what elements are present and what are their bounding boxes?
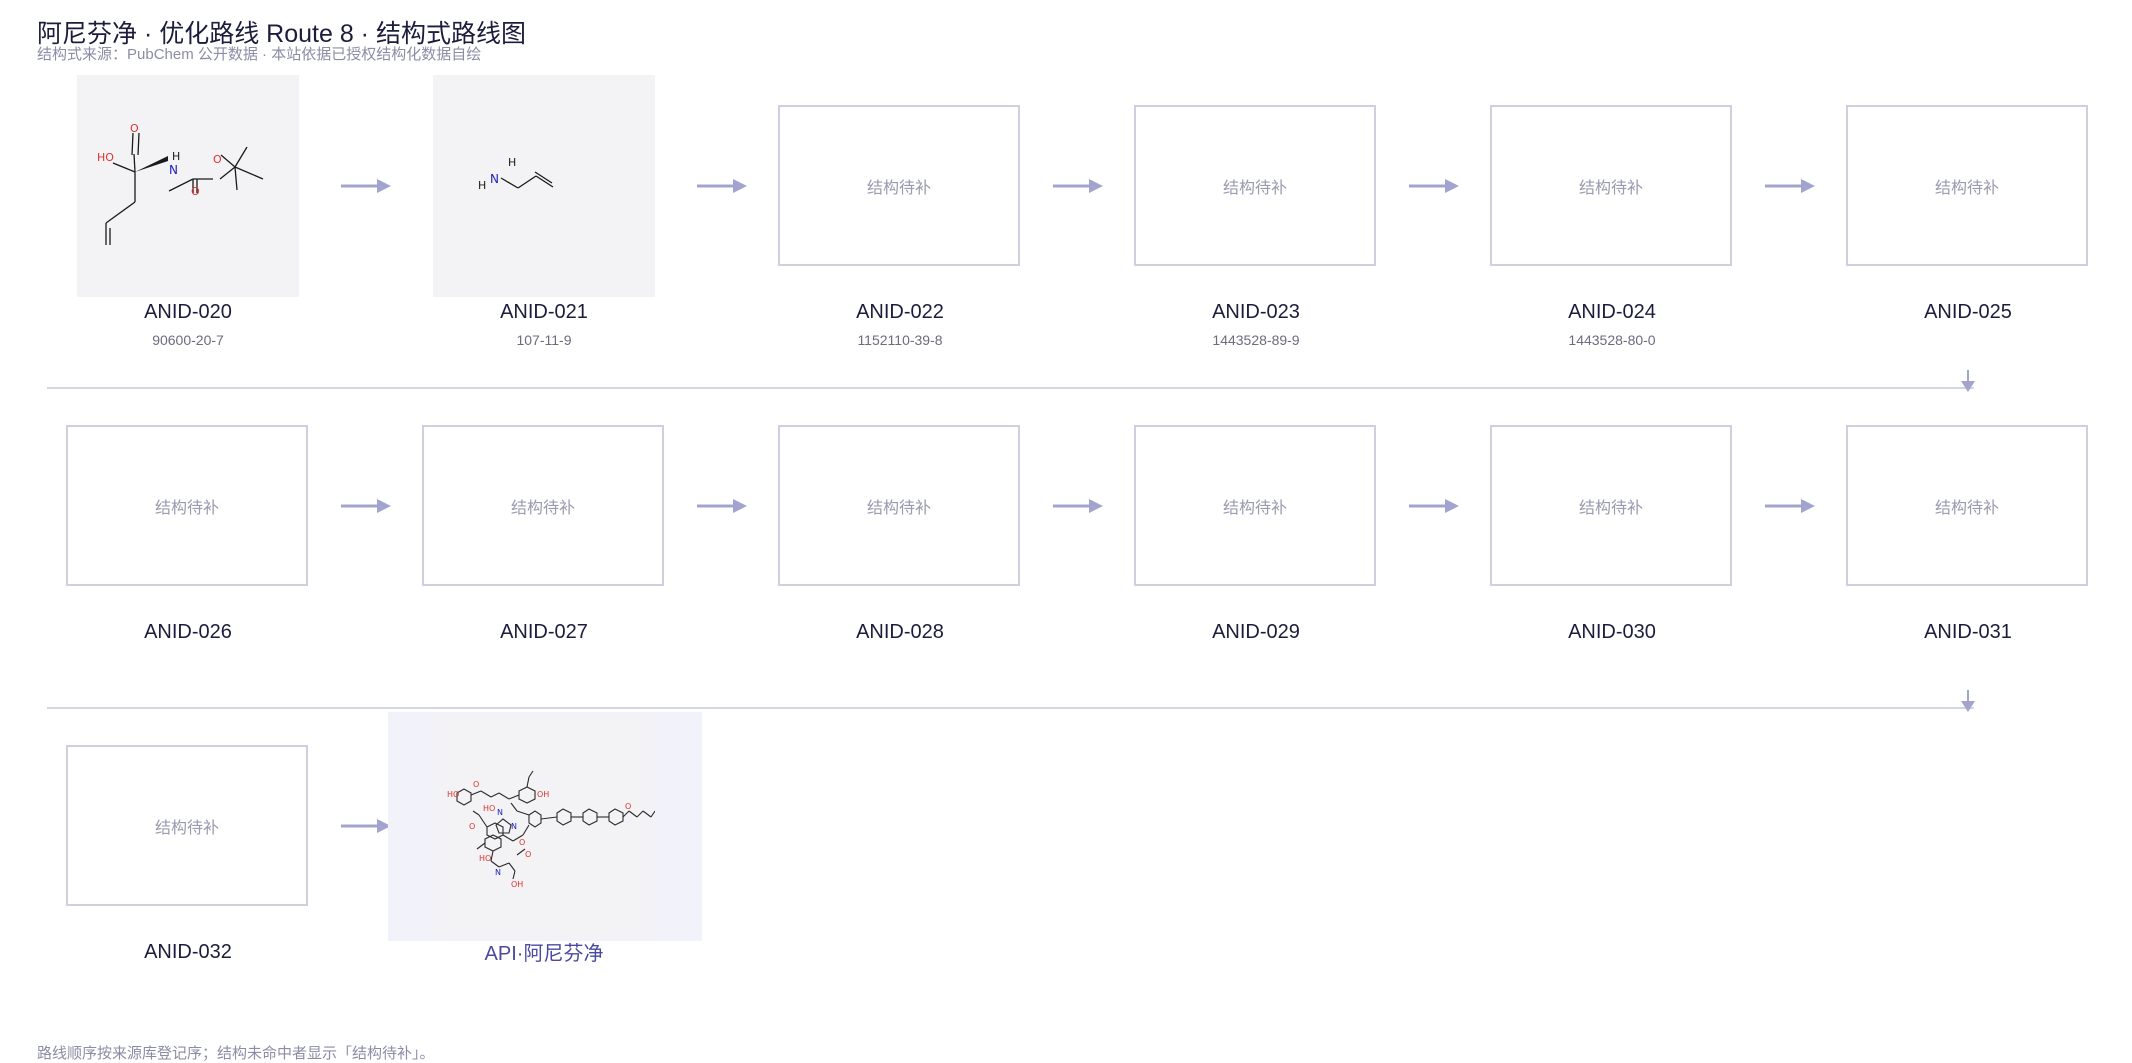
structure-boc-allylglycine: HO O H N O O [97, 122, 264, 245]
structure-placeholder: 结构待补 [1846, 425, 2088, 586]
row-wrap-connector [47, 707, 1974, 709]
flow-arrow [341, 179, 391, 193]
atom-label-n: N [169, 163, 178, 177]
node-label: ANID-027 [500, 621, 588, 643]
atom-label-oh: OH [511, 880, 523, 889]
atom-label-o: O [519, 838, 525, 847]
flow-arrow [1409, 179, 1459, 193]
atom-label-o: O [473, 780, 479, 789]
flow-arrow [341, 819, 391, 833]
node-cas: 90600-20-7 [152, 332, 224, 348]
structure-placeholder: 结构待补 [1846, 105, 2088, 266]
atom-label-h: H [478, 179, 486, 192]
flow-arrow [1409, 499, 1459, 513]
row-wrap-connector [47, 387, 1974, 389]
structure-image-anid-020: HO O H N O O [77, 75, 299, 297]
page-subtitle: 结构式来源：PubChem 公开数据 · 本站依据已授权结构化数据自绘 [37, 46, 482, 63]
structure-placeholder: 结构待补 [1490, 425, 1732, 586]
down-arrow-icon [1961, 690, 1975, 712]
atom-label-o: O [525, 850, 531, 859]
structure-anidulafungin: HO O OH HO N O N O HO N O OH O [447, 770, 655, 889]
node-cas: 107-11-9 [516, 332, 572, 348]
structure-placeholder: 结构待补 [66, 745, 308, 906]
flow-arrow [697, 179, 747, 193]
node-label: ANID-032 [144, 941, 232, 963]
flow-arrow [1765, 179, 1815, 193]
node-label: ANID-030 [1568, 621, 1656, 643]
atom-label-o: O [191, 185, 200, 198]
node-label: ANID-026 [144, 621, 232, 643]
atom-label-n: N [490, 172, 499, 186]
structure-placeholder: 结构待补 [66, 425, 308, 586]
atom-label-n: N [495, 868, 501, 877]
atom-label-n: N [511, 822, 517, 831]
structure-placeholder: 结构待补 [778, 425, 1020, 586]
flow-arrow [1053, 179, 1103, 193]
atom-label-ho: HO [483, 804, 495, 813]
structure-allylamine: H N H [478, 156, 554, 192]
node-cas: 1443528-80-0 [1568, 332, 1656, 348]
atom-label-oh: OH [537, 790, 549, 799]
api-label: API·阿尼芬净 [484, 943, 604, 965]
flow-arrow [1765, 499, 1815, 513]
node-label: ANID-029 [1212, 621, 1300, 643]
structure-placeholder: 结构待补 [1134, 425, 1376, 586]
structure-placeholder: 结构待补 [1134, 105, 1376, 266]
atom-label-n: N [497, 808, 503, 817]
atom-label-o: O [213, 153, 222, 166]
node-label: ANID-022 [856, 301, 944, 323]
page-title: 阿尼芬净 · 优化路线 Route 8 · 结构式路线图 [37, 20, 526, 48]
structure-placeholder: 结构待补 [1490, 105, 1732, 266]
flow-arrow [341, 499, 391, 513]
atom-label-h: H [172, 150, 180, 163]
node-label: ANID-020 [144, 301, 232, 323]
atom-label-ho: HO [447, 790, 459, 799]
node-label: ANID-021 [500, 301, 588, 323]
structure-image-api: HO O OH HO N O N O HO N O OH O [433, 715, 655, 937]
footnote: 路线顺序按来源库登记序；结构未命中者显示「结构待补」。 [37, 1045, 435, 1062]
atom-label-o: O [130, 122, 139, 135]
flow-arrow [697, 499, 747, 513]
atom-label-o: O [469, 822, 475, 831]
atom-label-o: O [625, 802, 631, 811]
node-label: ANID-024 [1568, 301, 1656, 323]
node-cas: 1443528-89-9 [1212, 332, 1300, 348]
down-arrow-icon [1961, 370, 1975, 392]
atom-label-h: H [508, 156, 516, 169]
structure-placeholder: 结构待补 [778, 105, 1020, 266]
node-cas: 1152110-39-8 [857, 332, 943, 348]
node-label: ANID-031 [1924, 621, 2012, 643]
flow-arrow [1053, 499, 1103, 513]
structure-image-anid-021: H N H [433, 75, 655, 297]
node-label: ANID-023 [1212, 301, 1300, 323]
structure-placeholder: 结构待补 [422, 425, 664, 586]
atom-label-ho: HO [479, 854, 491, 863]
node-label: ANID-025 [1924, 301, 2012, 323]
atom-label-ho: HO [97, 151, 114, 164]
node-label: ANID-028 [856, 621, 944, 643]
